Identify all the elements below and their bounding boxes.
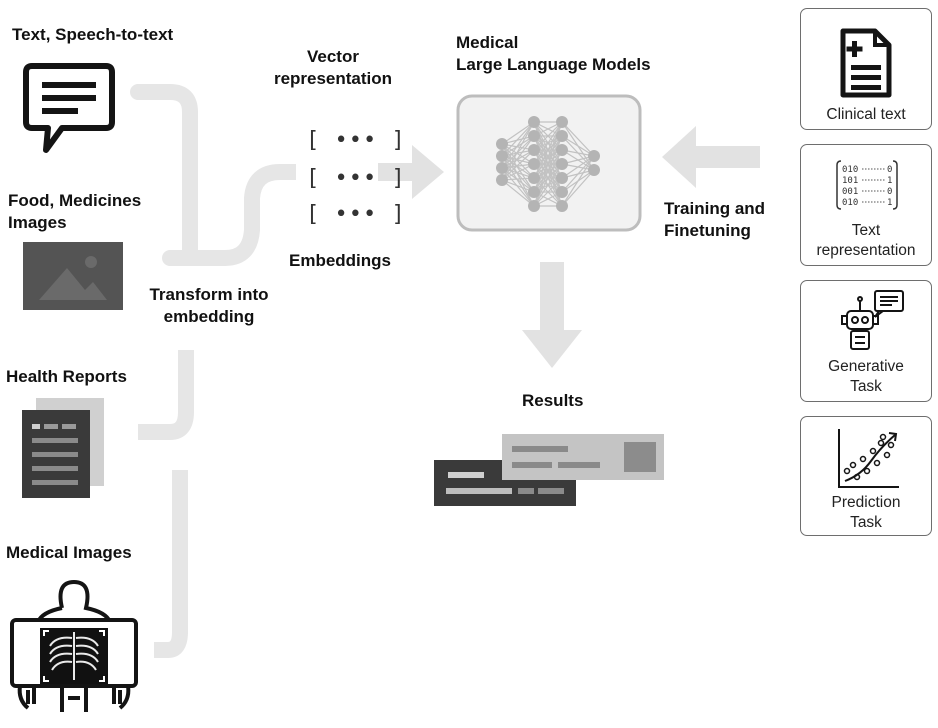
neural-node [556,130,568,142]
neural-node [496,162,508,174]
neural-node [588,150,600,162]
label-vector-representation: Vector representation [273,47,393,88]
card-label-prediction-task: Prediction Task [831,494,901,531]
card-generative-task: Generative Task [800,280,932,402]
svg-text:0: 0 [887,187,892,197]
neural-node [556,172,568,184]
label-health-reports: Health Reports [6,367,127,386]
svg-text:101: 101 [842,176,858,186]
neural-node [556,200,568,212]
arrow-to-llm [378,145,444,199]
neural-node [496,174,508,186]
arrow-to-results [522,262,582,368]
connector-transform-to-vectors [170,164,296,266]
neural-node [556,158,568,170]
neural-node [528,200,540,212]
svg-text:1: 1 [887,198,892,208]
svg-text:010: 010 [842,198,858,208]
svg-text:001: 001 [842,187,858,197]
neural-node [556,116,568,128]
connector-medical [154,470,188,658]
svg-text:010: 010 [842,165,858,175]
results-cards-icon [434,434,664,506]
label-medical-llm: Medical Large Language Models [456,33,651,74]
neural-node [528,116,540,128]
neural-node [556,186,568,198]
arrow-training [662,126,760,188]
vector-row-1: [ ••• ] [306,128,406,153]
label-training-finetuning: Training and Finetuning [664,199,766,240]
neural-node [528,144,540,156]
scatter-plot-icon [838,429,899,488]
label-food-medicines: Food, Medicines Images [8,191,142,232]
xray-body-icon [10,579,138,712]
document-icon [840,28,892,98]
neural-node [528,186,540,198]
robot-chat-icon [841,290,904,350]
neural-node [528,172,540,184]
speech-bubble-icon [23,63,115,153]
neural-network-icon [456,94,642,232]
neural-node [496,150,508,162]
label-results: Results [522,391,584,410]
connector-text-to-transform [130,84,198,266]
label-transform: Transform into embedding [149,285,269,326]
svg-text:0: 0 [887,165,892,175]
svg-text:1: 1 [887,176,892,186]
neural-node [528,158,540,170]
vector-row-3: [ ••• ] [306,202,406,227]
card-label-text-representation: Text representation [816,222,916,259]
card-prediction-task: Prediction Task [800,416,932,536]
label-text-speech: Text, Speech-to-text [12,25,174,44]
neural-node [588,164,600,176]
connector-reports [138,350,194,440]
vector-row-2: [ ••• ] [306,166,406,191]
image-placeholder-icon [23,242,123,310]
neural-node [528,130,540,142]
neural-node [496,138,508,150]
label-medical-images: Medical Images [6,543,132,562]
neural-node [556,144,568,156]
card-label-clinical-text: Clinical text [826,106,906,123]
health-report-icon [22,398,104,498]
card-label-generative-task: Generative Task [828,358,904,395]
card-clinical-text: Clinical text [800,8,932,130]
label-embeddings: Embeddings [288,251,391,270]
